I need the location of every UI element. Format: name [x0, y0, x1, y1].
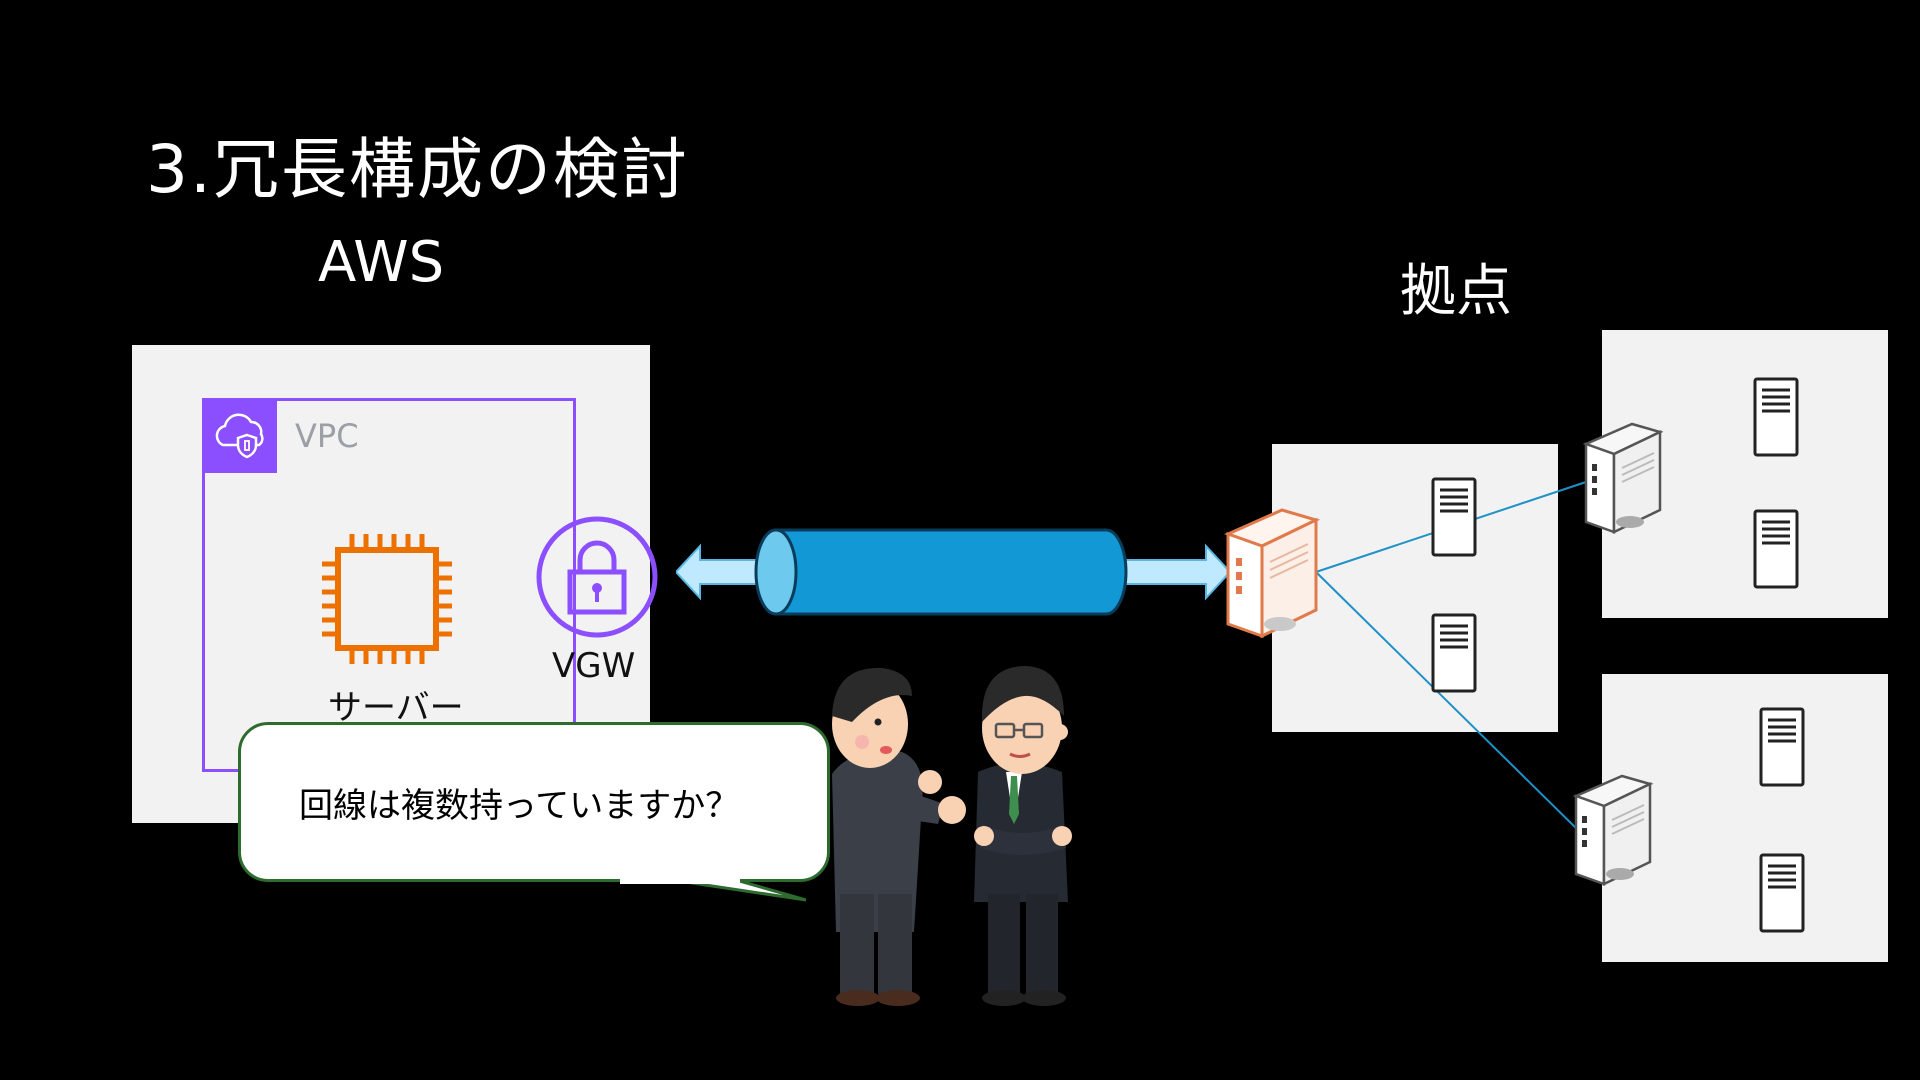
vgw-lock-icon: [534, 514, 660, 640]
vpc-box: VPC: [202, 398, 576, 772]
vpc-label: VPC: [295, 417, 359, 455]
server-icon: [1758, 706, 1806, 788]
businessman-icon: [818, 664, 1082, 1010]
server-icon: [1752, 376, 1800, 458]
vgw-label: VGW: [552, 646, 636, 686]
slide-title: 3.冗長構成の検討: [146, 131, 689, 208]
aws-heading: AWS: [318, 230, 445, 295]
router-icon: [1223, 506, 1321, 640]
vpc-cloud-shield-icon: [205, 401, 277, 473]
ec2-chip-icon: [316, 528, 458, 670]
server-icon: [1752, 508, 1800, 590]
site-panel-main: [1272, 444, 1558, 732]
speech-bubble-tail-join: [620, 870, 740, 884]
router-icon: [1572, 772, 1654, 888]
site-heading: 拠点: [1400, 259, 1512, 324]
server-label: サーバー: [328, 688, 464, 728]
speech-text: 回線は複数持っていますか？: [299, 785, 740, 826]
server-icon: [1430, 476, 1478, 558]
server-icon: [1430, 612, 1478, 694]
vpn-tunnel: [674, 524, 1232, 620]
router-icon: [1582, 420, 1664, 536]
server-icon: [1758, 852, 1806, 934]
speech-bubble: 回線は複数持っていますか？: [238, 722, 830, 882]
